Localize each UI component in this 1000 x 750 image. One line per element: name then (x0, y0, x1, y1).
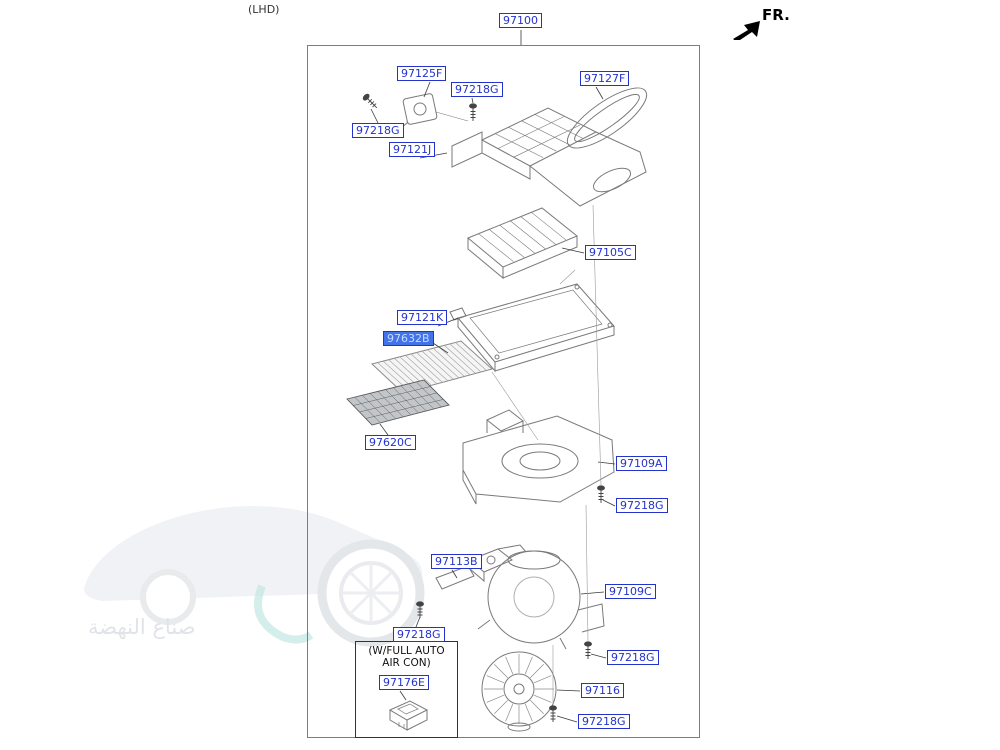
screw-icon (584, 641, 592, 659)
screw-icon (549, 705, 557, 722)
screw-icon (469, 103, 477, 121)
aircon-sensor-drawing (388, 700, 429, 731)
part-label-97218g-6[interactable]: 97218G (578, 714, 630, 729)
fr-arrow-icon (733, 21, 760, 40)
part-label-97100[interactable]: 97100 (499, 13, 542, 28)
screw-icon (597, 485, 605, 503)
part-label-97116[interactable]: 97116 (581, 683, 624, 698)
fr-label: FR. (762, 6, 790, 24)
lhd-note: (LHD) (248, 3, 280, 16)
part-label-97218g-3[interactable]: 97218G (616, 498, 668, 513)
part-label-97218g-5[interactable]: 97218G (607, 650, 659, 665)
screw-icon (362, 93, 378, 109)
part-label-97218g-1[interactable]: 97218G (451, 82, 503, 97)
car-watermark: صناع النهضة (83, 505, 425, 647)
blower-housing-drawing (477, 550, 605, 650)
watermark-text: صناع النهضة (88, 615, 196, 639)
lower-case-drawing (462, 409, 615, 505)
part-label-97218g-2[interactable]: 97218G (352, 123, 404, 138)
screw-icons (362, 93, 605, 722)
part-label-97218g-4[interactable]: 97218G (393, 627, 445, 642)
part-label-97176e[interactable]: 97176E (379, 675, 429, 690)
screw-icon (416, 601, 424, 618)
part-label-97105c[interactable]: 97105C (585, 245, 636, 260)
part-label-97125f[interactable]: 97125F (397, 66, 447, 81)
part-label-97121j[interactable]: 97121J (389, 142, 436, 157)
part-label-97620c[interactable]: 97620C (365, 435, 416, 450)
inset-caption-line1: (W/FULL AUTO (368, 645, 445, 657)
fr-indicator: FR. (731, 6, 801, 42)
mesh-filter-drawing (346, 379, 450, 426)
seal-gasket-drawing (566, 87, 648, 149)
cabin-filter-drawing (370, 340, 494, 394)
part-label-97109a[interactable]: 97109A (616, 456, 667, 471)
diagram-border (307, 45, 700, 738)
inset-caption-line2: AIR CON) (382, 657, 431, 669)
part-label-97121k[interactable]: 97121K (397, 310, 448, 325)
blower-motor-drawing (481, 651, 557, 732)
upper-case-drawing (435, 107, 647, 207)
part-label-97632b[interactable]: 97632B (383, 331, 434, 346)
part-label-97113b[interactable]: 97113B (431, 554, 482, 569)
part-label-97127f[interactable]: 97127F (580, 71, 630, 86)
mid-frame-drawing (449, 283, 615, 373)
grille-insert-drawing (467, 207, 578, 280)
part-label-97109c[interactable]: 97109C (605, 584, 656, 599)
